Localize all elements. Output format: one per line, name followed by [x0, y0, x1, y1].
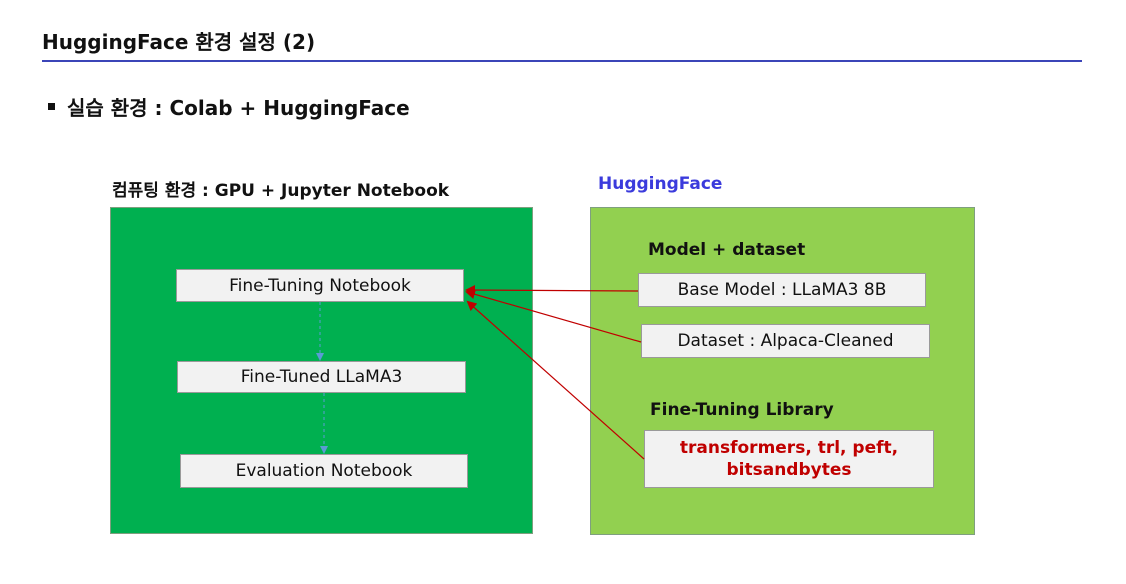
- right-panel-label: HuggingFace: [598, 174, 723, 194]
- arrow-library-to-notebook: [466, 300, 645, 460]
- arrow-dataset-to-notebook: [465, 289, 642, 343]
- bullet-item: 실습 환경 : Colab + HuggingFace: [48, 92, 410, 121]
- model-dataset-label: Model + dataset: [648, 240, 806, 260]
- bullet-square-icon: [48, 103, 55, 110]
- bullet-text: 실습 환경 : Colab + HuggingFace: [67, 96, 410, 120]
- slide-title: HuggingFace 환경 설정 (2): [42, 30, 316, 54]
- library-line-2: bitsandbytes: [726, 460, 852, 480]
- fine-tuning-library-label: Fine-Tuning Library: [650, 400, 834, 420]
- library-box: transformers, trl, peft, bitsandbytes: [644, 430, 934, 488]
- base-model-box: Base Model : LLaMA3 8B: [638, 273, 926, 307]
- evaluation-notebook-box: Evaluation Notebook: [180, 454, 468, 488]
- library-line-1: transformers, trl, peft,: [679, 438, 899, 458]
- title-divider: [42, 60, 1082, 62]
- arrow-base-model-to-notebook: [465, 285, 639, 296]
- dataset-box: Dataset : Alpaca-Cleaned: [641, 324, 930, 358]
- left-panel-label: 컴퓨팅 환경 : GPU + Jupyter Notebook: [112, 181, 450, 201]
- fine-tuned-llama3-box: Fine-Tuned LLaMA3: [177, 361, 466, 393]
- fine-tuning-notebook-box: Fine-Tuning Notebook: [176, 269, 464, 302]
